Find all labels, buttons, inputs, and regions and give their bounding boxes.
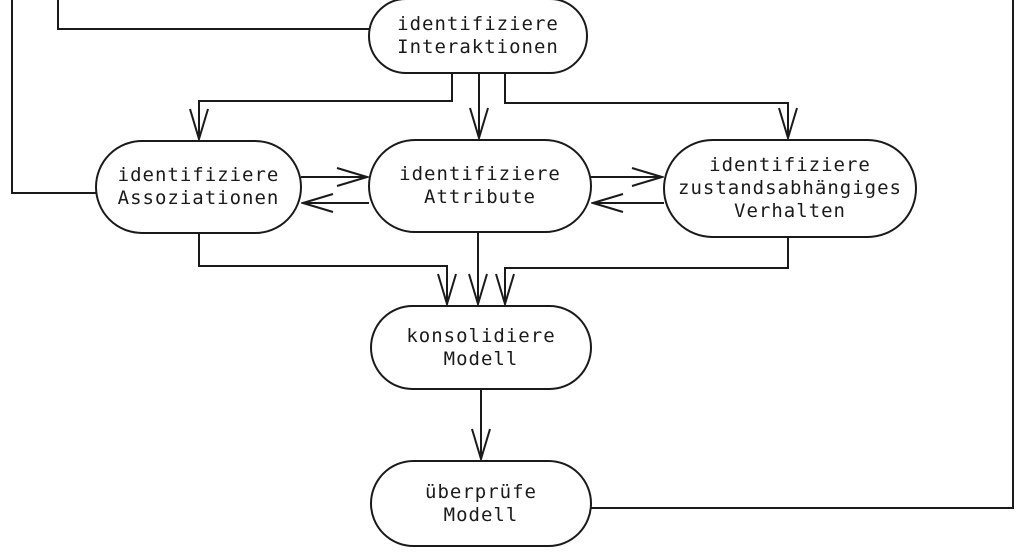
node-label-line: Verhalten — [734, 200, 846, 222]
node-label-line: Attribute — [424, 186, 536, 208]
node-identifiziere-interaktionen: identifiziere Interaktionen — [368, 0, 588, 74]
node-label-line: Modell — [443, 503, 519, 526]
node-ueberpruefe-modell: überprüfe Modell — [370, 460, 592, 547]
node-label-line: Modell — [443, 347, 519, 370]
node-label-line: identifiziere — [397, 13, 559, 35]
node-konsolidiere-modell: konsolidiere Modell — [370, 305, 592, 390]
edge-offscreen-to-interaktionen — [57, 0, 370, 30]
node-label-line: konsolidiere — [406, 324, 556, 347]
node-identifiziere-attribute: identifiziere Attribute — [368, 139, 592, 233]
node-identifiziere-zustandsabhaengiges-verhalten: identifiziere zustandsabhängiges Verhalt… — [663, 139, 917, 238]
edge-interaktionen-to-assoziationen — [199, 74, 453, 138]
edge-interaktionen-to-verhalten — [504, 74, 788, 137]
node-label-line: Assoziationen — [117, 187, 280, 209]
node-label-line: überprüfe — [425, 480, 537, 503]
edge-offscreen-to-assoziationen — [11, 0, 97, 194]
node-label-line: identifiziere — [709, 154, 871, 176]
node-identifiziere-assoziationen: identifiziere Assoziationen — [95, 140, 302, 234]
edge-ueberpruefe-to-offscreen — [590, 0, 1014, 509]
node-label-line: Interaktionen — [397, 36, 559, 58]
node-label-line: identifiziere — [117, 164, 280, 186]
node-label-line: identifiziere — [399, 163, 561, 185]
node-label-line: zustandsabhängiges — [678, 177, 902, 199]
edge-assoziationen-to-konsolidiere — [198, 234, 447, 303]
edge-verhalten-to-konsolidiere — [505, 238, 789, 303]
